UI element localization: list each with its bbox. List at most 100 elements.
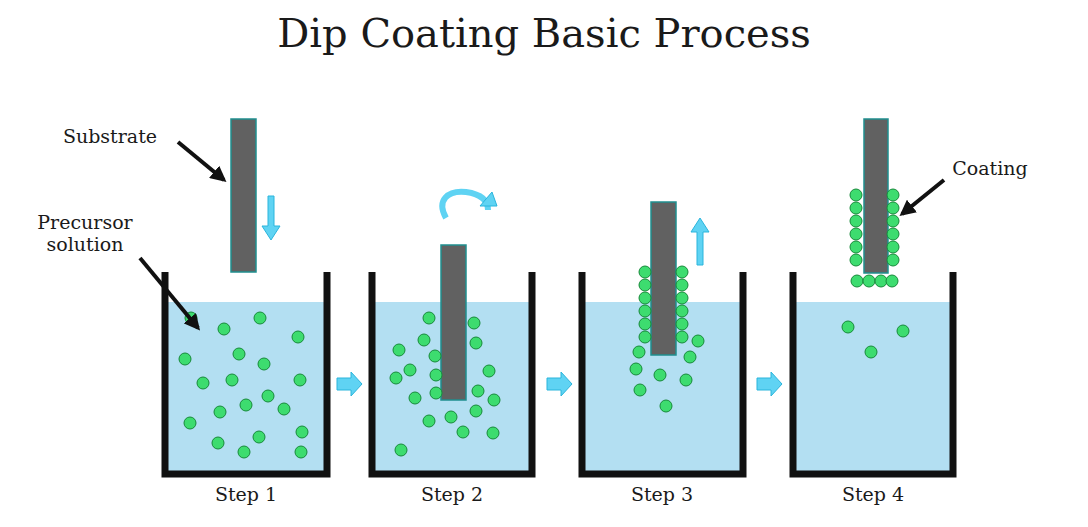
precursor-liquid bbox=[793, 302, 953, 474]
particle bbox=[676, 305, 688, 317]
particle bbox=[393, 344, 405, 356]
particle bbox=[897, 325, 909, 337]
particle bbox=[676, 279, 688, 291]
particle bbox=[887, 189, 899, 201]
particle bbox=[226, 374, 238, 386]
particle bbox=[487, 427, 499, 439]
particle bbox=[468, 317, 480, 329]
title: Dip Coating Basic Process bbox=[0, 10, 1088, 56]
particle bbox=[692, 335, 704, 347]
particle bbox=[634, 384, 646, 396]
particle bbox=[633, 346, 645, 358]
particle bbox=[488, 394, 500, 406]
part-label: Precursor solution bbox=[20, 212, 150, 256]
particle bbox=[865, 346, 877, 358]
particle bbox=[262, 390, 274, 402]
particle bbox=[851, 275, 863, 287]
particle bbox=[295, 446, 307, 458]
particle bbox=[676, 266, 688, 278]
particle bbox=[639, 305, 651, 317]
motion-arrow bbox=[691, 218, 709, 265]
particle bbox=[676, 292, 688, 304]
particle bbox=[395, 444, 407, 456]
particle bbox=[418, 334, 430, 346]
particle bbox=[630, 363, 642, 375]
particle bbox=[639, 292, 651, 304]
part-label: Substrate bbox=[40, 126, 180, 148]
particle bbox=[423, 415, 435, 427]
leader-arrow bbox=[140, 258, 198, 328]
particle bbox=[218, 323, 230, 335]
part-label: Coating bbox=[930, 158, 1050, 180]
particle bbox=[390, 372, 402, 384]
particle bbox=[254, 312, 266, 324]
leader-arrow bbox=[178, 142, 224, 180]
motion-arrow bbox=[262, 196, 280, 240]
step-arrow bbox=[757, 372, 782, 396]
substrate bbox=[441, 245, 466, 400]
particle bbox=[654, 369, 666, 381]
particle bbox=[179, 353, 191, 365]
particle bbox=[214, 406, 226, 418]
particle bbox=[680, 374, 692, 386]
particle bbox=[233, 348, 245, 360]
particle bbox=[660, 400, 672, 412]
particle bbox=[429, 350, 441, 362]
particle bbox=[197, 377, 209, 389]
particle bbox=[639, 318, 651, 330]
particle bbox=[850, 189, 862, 201]
beaker bbox=[793, 272, 953, 474]
particle bbox=[850, 241, 862, 253]
particle bbox=[423, 312, 435, 324]
step-label: Step 1 bbox=[166, 484, 326, 506]
particle bbox=[294, 374, 306, 386]
substrate bbox=[864, 119, 888, 273]
step-arrow bbox=[547, 372, 572, 396]
particle bbox=[409, 392, 421, 404]
substrate bbox=[231, 119, 256, 272]
particle bbox=[676, 318, 688, 330]
particle bbox=[676, 331, 688, 343]
particle bbox=[850, 254, 862, 266]
particle bbox=[887, 228, 899, 240]
precursor-liquid bbox=[165, 302, 327, 474]
particle bbox=[863, 275, 875, 287]
particle bbox=[184, 417, 196, 429]
particle bbox=[296, 426, 308, 438]
step-label: Step 4 bbox=[793, 484, 953, 506]
particle bbox=[684, 351, 696, 363]
beaker bbox=[165, 272, 327, 474]
particle bbox=[240, 399, 252, 411]
particle bbox=[639, 266, 651, 278]
particle bbox=[875, 275, 887, 287]
particle bbox=[887, 215, 899, 227]
step-label: Step 3 bbox=[582, 484, 742, 506]
step-label: Step 2 bbox=[372, 484, 532, 506]
particle bbox=[404, 364, 416, 376]
particle bbox=[258, 358, 270, 370]
particle bbox=[238, 446, 250, 458]
particle bbox=[457, 426, 469, 438]
particle bbox=[278, 403, 290, 415]
particle bbox=[639, 331, 651, 343]
particle bbox=[886, 275, 898, 287]
particle bbox=[887, 254, 899, 266]
particle bbox=[292, 331, 304, 343]
particle bbox=[430, 387, 442, 399]
particle bbox=[887, 241, 899, 253]
particle bbox=[639, 279, 651, 291]
particle bbox=[445, 411, 457, 423]
particle bbox=[887, 202, 899, 214]
particle bbox=[850, 215, 862, 227]
particle bbox=[470, 405, 482, 417]
particle bbox=[850, 228, 862, 240]
particle bbox=[850, 202, 862, 214]
step-arrow bbox=[337, 372, 362, 396]
motion-arrow bbox=[480, 192, 497, 206]
leader-arrow bbox=[902, 180, 944, 214]
substrate bbox=[651, 202, 676, 355]
particle bbox=[842, 321, 854, 333]
particle bbox=[472, 385, 484, 397]
particle bbox=[483, 365, 495, 377]
